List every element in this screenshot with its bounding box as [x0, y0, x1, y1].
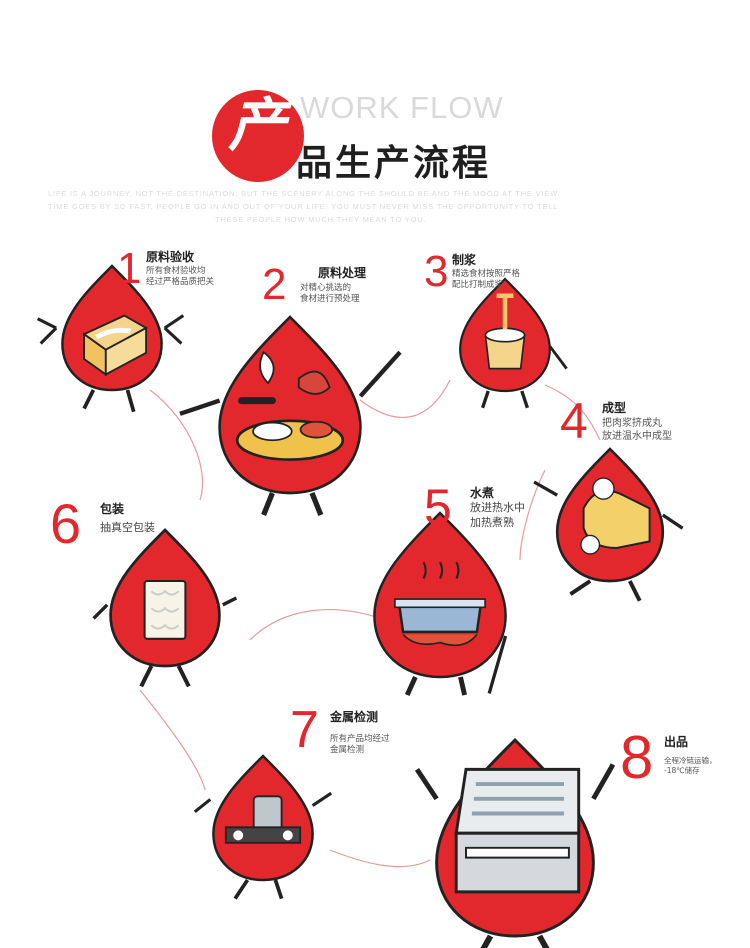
- step-desc-4a: 把肉浆挤成丸: [602, 418, 662, 429]
- step-title-6: 包装: [100, 502, 125, 516]
- step-number-1: 1: [117, 244, 142, 293]
- step-desc-3b: 配比打制成浆: [452, 280, 504, 290]
- header-tagline-3: THESE PEOPLE HOW MUCH THEY MEAN TO YOU.: [215, 215, 427, 224]
- step-desc-8a: 全程冷链运输，: [664, 756, 717, 765]
- step-desc-6a: 抽真空包装: [100, 521, 155, 534]
- step-title-3: 制浆: [452, 253, 477, 267]
- page-title: 品生产流程: [296, 143, 492, 184]
- step-desc-8b: -18℃储存: [664, 766, 700, 775]
- step-desc-1b: 经过严格品质把关: [146, 277, 215, 287]
- step3-character-icon: [459, 277, 568, 409]
- step-desc-7b: 金属检测: [330, 745, 365, 755]
- header-logo-char: 产: [228, 91, 287, 159]
- step-desc-5b: 加热煮熟: [470, 516, 514, 529]
- header-tagline-1: LIFE IS A JOURNEY, NOT THE DESTINATION, …: [48, 189, 561, 198]
- header-work-flow: WORK FLOW: [300, 90, 504, 125]
- step-desc-7a: 所有产品均经过: [330, 734, 390, 744]
- step-desc-2a: 对精心挑选的: [300, 283, 352, 293]
- step1-character-icon: [36, 264, 185, 413]
- step7-character-icon: [193, 754, 333, 900]
- step-desc-5a: 放进热水中: [470, 501, 525, 514]
- step5-character-icon: [373, 511, 508, 697]
- step-number-8: 8: [620, 724, 654, 791]
- step-number-5: 5: [424, 479, 452, 535]
- step-number-6: 6: [50, 492, 82, 555]
- step-desc-2b: 食材进行预处理: [300, 294, 360, 304]
- step-number-3: 3: [424, 247, 449, 296]
- header-logo-circle: [212, 90, 304, 182]
- step-title-2: 原料处理: [318, 266, 367, 280]
- connector-lines: [139, 379, 601, 868]
- step-title-8: 出品: [664, 735, 689, 749]
- step2-character-icon: [179, 315, 402, 516]
- step-desc-3a: 精选食材按照严格: [452, 269, 521, 279]
- step8-character-icon: [414, 738, 616, 948]
- step-desc-4b: 放进温水中成型: [602, 431, 672, 442]
- step-title-1: 原料验收: [146, 250, 195, 264]
- step-number-2: 2: [262, 260, 287, 309]
- step-title-5: 水煮: [470, 486, 495, 500]
- step-title-7: 金属检测: [330, 710, 379, 724]
- header-tagline-2: TIME GOES BY SO FAST, PEOPLE GO IN AND O…: [48, 202, 559, 211]
- step-title-4: 成型: [602, 401, 627, 415]
- step-desc-1a: 所有食材验收均: [146, 266, 206, 276]
- step-number-7: 7: [290, 701, 319, 759]
- step4-character-icon: [533, 447, 684, 602]
- step-number-4: 4: [560, 393, 588, 449]
- step6-character-icon: [92, 528, 238, 688]
